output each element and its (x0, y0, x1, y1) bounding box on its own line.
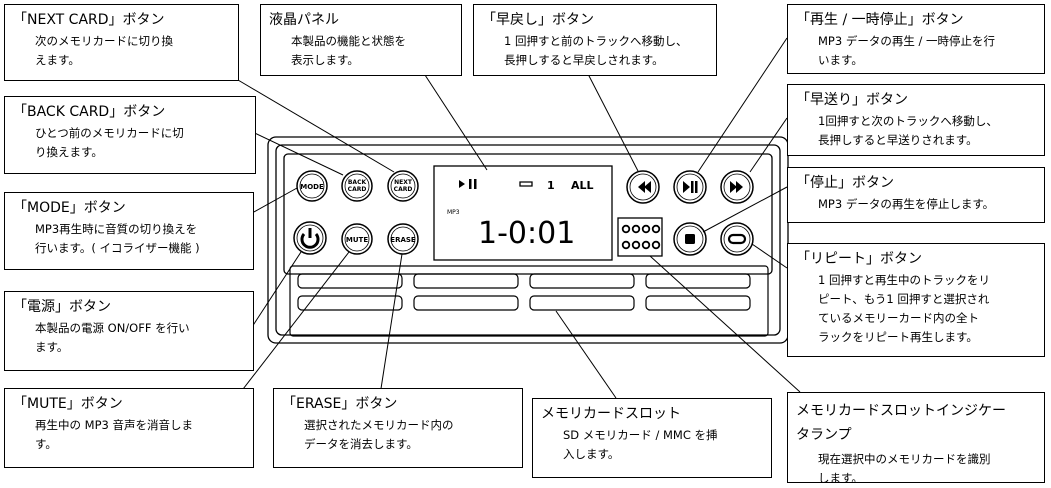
svg-text:CARD: CARD (394, 186, 413, 193)
fast-forward-icon (730, 181, 743, 193)
memory-card-slots (289, 265, 769, 337)
lcd-track-time: 1-0:01 (478, 216, 575, 251)
play-indicator-icon (459, 180, 465, 188)
repeat-button[interactable] (720, 222, 754, 256)
lcd-repeat-all: ALL (571, 179, 594, 192)
mode-button[interactable]: MODE (296, 170, 328, 202)
rewind-button[interactable] (626, 170, 660, 204)
svg-text:BACK: BACK (348, 179, 367, 186)
erase-button[interactable]: ERASE (387, 223, 419, 255)
callout-mute: 「MUTE」ボタン 再生中の MP3 音声を消音しま す。 (4, 388, 254, 468)
stop-button[interactable] (673, 222, 707, 256)
card-indicator-lamps (617, 217, 663, 257)
device-body (267, 136, 789, 344)
lcd-mp3-label: MP3 (447, 209, 460, 216)
power-button[interactable] (293, 221, 327, 255)
rewind-icon (638, 181, 651, 193)
back-card-button[interactable]: BACK CARD (341, 170, 373, 202)
callout-erase: 「ERASE」ボタン 選択されたメモリカード内の データを消去します。 (273, 388, 523, 468)
callout-mode: 「MODE」ボタン MP3再生時に音質の切り換えを 行います。( イコライザー機… (4, 192, 254, 270)
callout-repeat: 「リピート」ボタン 1 回押すと再生中のトラックをリ ピート、もう1 回押すと選… (787, 243, 1045, 357)
lcd-panel: 1 ALL MP3 1-0:01 (433, 165, 613, 261)
callout-power: 「電源」ボタン 本製品の電源 ON/OFF を行い ます。 (4, 291, 254, 371)
repeat-indicator-icon (519, 181, 533, 187)
play-pause-button[interactable] (673, 170, 707, 204)
callout-indicator-lamp: メモリカードスロットインジケー タランプ 現在選択中のメモリカードを識別 します… (787, 392, 1045, 485)
svg-text:NEXT: NEXT (394, 179, 413, 186)
svg-text:MODE: MODE (300, 183, 324, 191)
forward-button[interactable] (720, 170, 754, 204)
callout-play-pause: 「再生 / 一時停止」ボタン MP3 データの再生 / 一時停止を行 います。 (787, 4, 1045, 74)
callout-stop: 「停止」ボタン MP3 データの再生を停止します。 (787, 167, 1045, 223)
lcd-repeat-num: 1 (547, 179, 555, 192)
callout-rewind: 「早戻し」ボタン 1 回押すと前のトラックへ移動し、 長押しすると早戻しされます… (473, 4, 717, 76)
power-icon (300, 233, 320, 249)
leader-lines (237, 37, 801, 399)
next-card-button[interactable]: NEXT CARD (387, 170, 419, 202)
callout-next-card: 「NEXT CARD」ボタン 次のメモリカードに切り換 えます。 (4, 4, 239, 81)
callout-back-card: 「BACK CARD」ボタン ひとつ前のメモリカードに切 り換えます。 (4, 96, 256, 174)
callout-lcd-panel: 液晶パネル 本製品の機能と状態を 表示します。 (260, 4, 462, 76)
svg-text:MUTE: MUTE (346, 236, 368, 244)
callout-memory-slot: メモリカードスロット SD メモリカード / MMC を挿 入します。 (532, 398, 772, 478)
svg-text:ERASE: ERASE (390, 236, 416, 244)
svg-text:CARD: CARD (348, 186, 367, 193)
play-pause-icon (683, 181, 698, 193)
mute-button[interactable]: MUTE (341, 223, 373, 255)
repeat-icon (727, 233, 747, 245)
callout-forward: 「早送り」ボタン 1回押すと次のトラックへ移動し、 長押しすると早送りされます。 (787, 84, 1045, 156)
stop-icon (685, 234, 695, 244)
